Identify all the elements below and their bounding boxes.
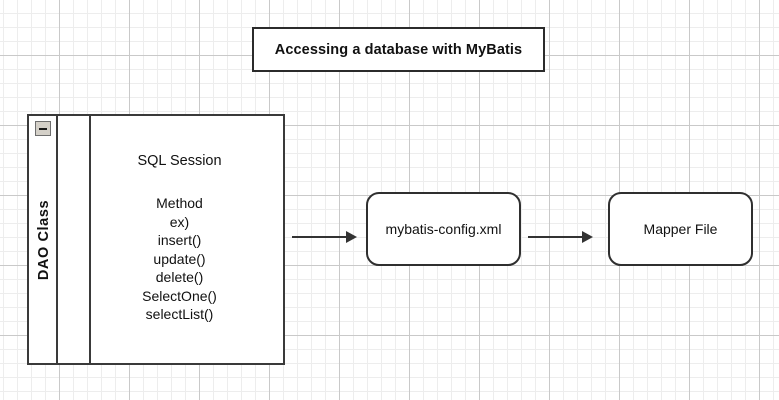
minus-icon[interactable] [35, 121, 51, 136]
dao-class-lane: DAO Class [27, 114, 58, 365]
arrow-head-icon [346, 231, 357, 243]
arrow-shaft [528, 236, 582, 238]
lane-divider [89, 116, 91, 363]
page-title: Accessing a database with MyBatis [274, 41, 523, 58]
sql-session-method-list: Method ex) insert() update() delete() Se… [58, 194, 283, 324]
dao-class-container: SQL Session Method ex) insert() update()… [27, 114, 285, 365]
node-mapper-file-label: Mapper File [643, 221, 718, 237]
dao-class-lane-label-wrap: DAO Class [29, 116, 60, 363]
sql-session-box: SQL Session Method ex) insert() update()… [58, 114, 285, 365]
node-mybatis-config-label: mybatis-config.xml [385, 221, 502, 237]
method-item: SelectOne() [142, 287, 217, 304]
arrow-head-icon [582, 231, 593, 243]
method-item: update() [153, 250, 206, 267]
node-mybatis-config[interactable]: mybatis-config.xml [366, 192, 521, 266]
method-item: ex) [169, 213, 190, 230]
dao-class-label: DAO Class [36, 199, 53, 280]
sql-session-title: SQL Session [137, 153, 222, 169]
method-item: delete() [155, 269, 204, 285]
method-item: insert() [157, 232, 202, 248]
arrow-dao-to-config [292, 231, 357, 243]
minus-icon-bar [39, 127, 47, 130]
diagram-title-box: Accessing a database with MyBatis [252, 27, 545, 72]
arrow-config-to-mapper [528, 231, 593, 243]
method-item: selectList() [145, 306, 214, 322]
method-heading: Method [156, 195, 203, 211]
arrow-shaft [292, 236, 346, 238]
node-mapper-file[interactable]: Mapper File [608, 192, 753, 266]
